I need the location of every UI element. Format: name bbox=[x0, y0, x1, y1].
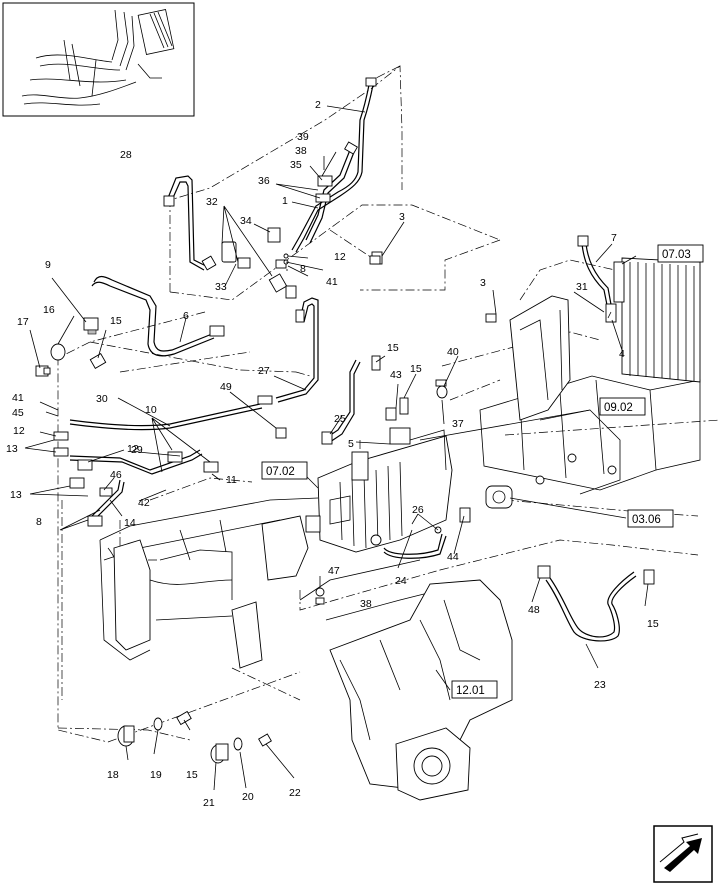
svg-text:03.06: 03.06 bbox=[632, 514, 661, 526]
cab-platform bbox=[479, 295, 701, 495]
callout-5: 5 bbox=[348, 438, 354, 450]
callout-18: 18 bbox=[107, 769, 119, 781]
callout-8: 8 bbox=[36, 516, 42, 528]
callout-17: 17 bbox=[17, 316, 29, 328]
callout-13: 13 bbox=[6, 443, 18, 455]
next-page-arrow-icon[interactable] bbox=[653, 825, 713, 883]
callout-25: 25 bbox=[334, 413, 346, 425]
callout-21: 21 bbox=[203, 797, 215, 809]
callout-46: 46 bbox=[110, 469, 122, 481]
callout-14: 14 bbox=[124, 517, 136, 529]
callout-2: 2 bbox=[315, 99, 321, 111]
svg-text:12.01: 12.01 bbox=[456, 685, 485, 697]
leader-lines bbox=[24, 105, 649, 791]
callout-38: 38 bbox=[360, 598, 372, 610]
callout-32: 32 bbox=[206, 196, 218, 208]
callout-29: 29 bbox=[131, 444, 143, 456]
svg-text:09.02: 09.02 bbox=[604, 402, 633, 414]
construction-lines bbox=[57, 65, 718, 743]
callout-41: 41 bbox=[12, 392, 24, 404]
callout-19: 19 bbox=[150, 769, 162, 781]
callout-30: 30 bbox=[96, 393, 108, 405]
svg-text:07.02: 07.02 bbox=[266, 466, 295, 478]
callout-47: 47 bbox=[328, 565, 340, 577]
reference-box-0902[interactable]: 09.02 bbox=[599, 397, 646, 416]
callout-24: 24 bbox=[395, 575, 407, 587]
callout-12: 12 bbox=[127, 443, 139, 455]
callout-40: 40 bbox=[447, 346, 459, 358]
callout-31: 31 bbox=[576, 281, 588, 293]
callout-4: 4 bbox=[619, 348, 625, 360]
callout-49: 49 bbox=[220, 381, 232, 393]
fittings bbox=[35, 77, 655, 764]
callout-43: 43 bbox=[390, 369, 402, 381]
callout-3: 3 bbox=[480, 277, 486, 289]
callout-10: 10 bbox=[145, 404, 157, 416]
reference-box-1201[interactable]: 12.01 bbox=[451, 680, 498, 699]
callout-8: 8 bbox=[300, 263, 306, 275]
callout-22: 22 bbox=[289, 787, 301, 799]
callout-15: 15 bbox=[387, 342, 399, 354]
callout-11: 11 bbox=[226, 474, 237, 486]
callout-45: 45 bbox=[12, 407, 24, 419]
valve-block bbox=[305, 427, 453, 553]
reference-box-0702[interactable]: 07.02 bbox=[261, 461, 308, 480]
callout-9: 9 bbox=[45, 259, 51, 271]
oil-cooler bbox=[577, 235, 701, 383]
callout-44: 44 bbox=[447, 551, 459, 563]
callout-15: 15 bbox=[410, 363, 422, 375]
callout-35: 35 bbox=[290, 159, 302, 171]
callout-23: 23 bbox=[594, 679, 606, 691]
callout-28: 28 bbox=[120, 149, 132, 161]
callout-20: 20 bbox=[242, 791, 254, 803]
reference-boxes: 07.03 09.02 07.02 03.06 12.01 bbox=[261, 244, 704, 699]
callout-labels: 1 2 3 3 4 5 6 7 8 8 9 10 11 12 12 12 13 … bbox=[6, 99, 659, 809]
callout-26: 26 bbox=[412, 504, 424, 516]
callout-15: 15 bbox=[110, 315, 122, 327]
transmission-housing bbox=[329, 485, 513, 801]
callout-38: 38 bbox=[295, 145, 307, 157]
callout-27: 27 bbox=[258, 365, 270, 377]
callout-34: 34 bbox=[240, 215, 252, 227]
callout-15: 15 bbox=[647, 618, 659, 630]
callout-6: 6 bbox=[183, 310, 189, 322]
callout-37: 37 bbox=[452, 418, 464, 430]
callout-48: 48 bbox=[528, 604, 540, 616]
overview-thumbnail-icon bbox=[2, 2, 195, 117]
callout-16: 16 bbox=[43, 304, 55, 316]
callout-39: 39 bbox=[297, 131, 309, 143]
svg-text:07.03: 07.03 bbox=[662, 249, 691, 261]
reference-box-0703[interactable]: 07.03 bbox=[657, 244, 704, 263]
callout-33: 33 bbox=[215, 281, 227, 293]
callout-41: 41 bbox=[326, 276, 338, 288]
reference-box-0306[interactable]: 03.06 bbox=[627, 509, 674, 528]
callout-3: 3 bbox=[399, 211, 405, 223]
callout-12: 12 bbox=[13, 425, 25, 437]
pipes bbox=[69, 84, 637, 642]
callout-36: 36 bbox=[258, 175, 270, 187]
callout-42: 42 bbox=[138, 497, 150, 509]
callout-13: 13 bbox=[10, 489, 22, 501]
callout-12: 12 bbox=[334, 251, 346, 263]
callout-7: 7 bbox=[611, 232, 617, 244]
callout-15: 15 bbox=[186, 769, 198, 781]
callout-1: 1 bbox=[282, 195, 288, 207]
